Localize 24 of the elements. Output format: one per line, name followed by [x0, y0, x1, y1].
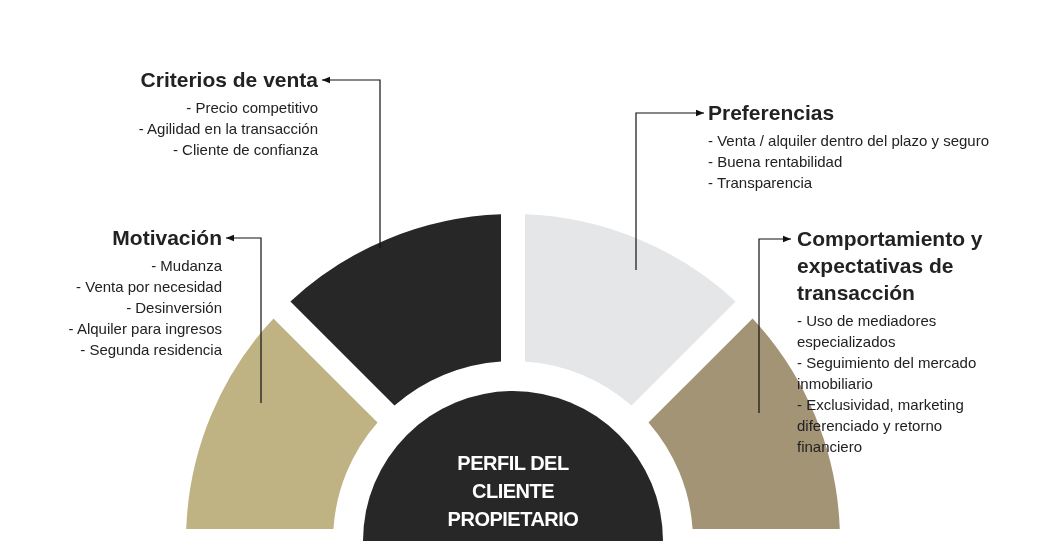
list-item: - Cliente de confianza	[171, 140, 318, 160]
leader-arrow	[225, 234, 262, 404]
leader-arrow	[758, 235, 792, 414]
list-item: - Transparencia	[708, 173, 814, 193]
list-item: - Buena rentabilidad	[708, 152, 844, 172]
list-item: - Segunda residencia	[79, 340, 222, 360]
ring-segment	[290, 214, 501, 406]
list-item: - Desinversión	[125, 298, 222, 318]
list-item: - Uso de mediadores especializados	[797, 311, 938, 352]
leader-arrow	[321, 76, 381, 249]
list-item: - Venta / alquiler dentro del plazo y seguro	[708, 131, 990, 151]
leader-arrow	[635, 109, 705, 271]
list-item: - Alquiler para ingresos	[68, 319, 222, 339]
list-item: - Mudanza	[150, 256, 222, 276]
heading: Comportamiento y expectativas de transacción	[797, 226, 984, 306]
list-item: - Agilidad en la transacción	[138, 119, 318, 139]
ring-segment	[525, 214, 736, 406]
heading: Motivación	[111, 225, 222, 251]
list-item: - Venta por necesidad	[75, 277, 222, 297]
heading: Preferencias	[708, 100, 836, 126]
list-item: - Precio competitivo	[185, 98, 318, 118]
circle-title: PERFIL DEL CLIENTE PROPIETARIO	[446, 451, 580, 532]
list-item: - Seguimiento del mercado inmobiliario	[797, 353, 978, 394]
heading: Criterios de venta	[139, 67, 318, 93]
